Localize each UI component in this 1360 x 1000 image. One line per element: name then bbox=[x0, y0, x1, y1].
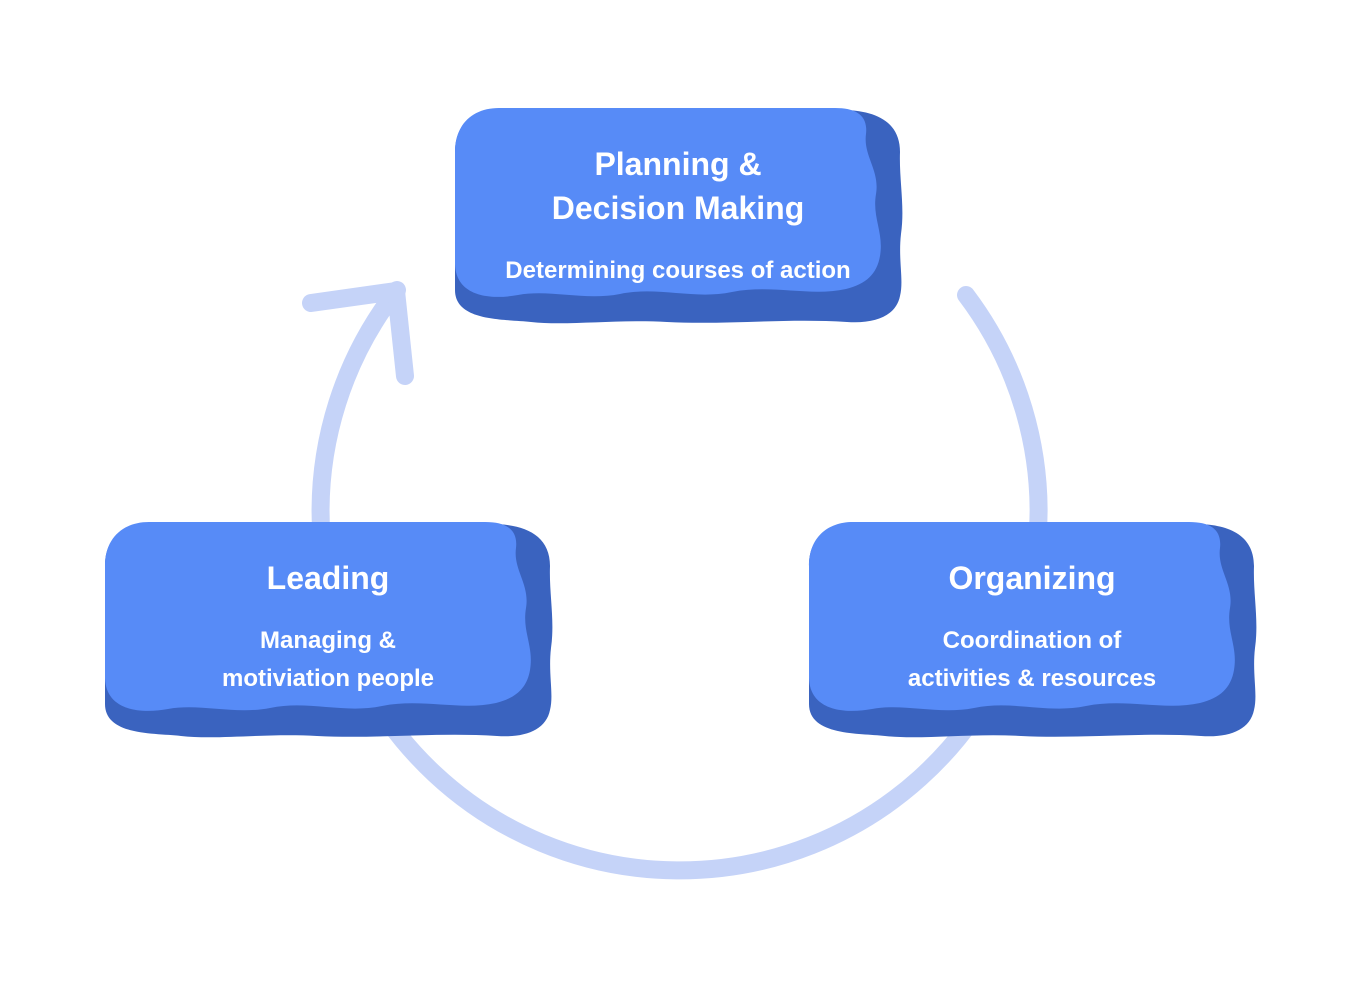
node-subtitle: Coordination of activities & resources bbox=[907, 627, 1157, 692]
node-shape-icon bbox=[455, 108, 903, 324]
node-organizing: Organizing Coordination of activities & … bbox=[807, 522, 1257, 738]
node-title: Organizing bbox=[948, 560, 1116, 596]
node-title: Leading bbox=[266, 560, 390, 596]
node-subtitle: Managing & motiviation people bbox=[221, 627, 434, 692]
node-shape-icon bbox=[105, 522, 553, 738]
node-planning: Planning & Decision Making Determining c… bbox=[453, 108, 903, 324]
node-title: Planning & Decision Making bbox=[551, 146, 805, 226]
node-shape-icon bbox=[809, 522, 1257, 738]
node-leading: Leading Managing & motiviation people bbox=[103, 522, 553, 738]
arrowhead-icon bbox=[302, 282, 414, 385]
node-subtitle: Determining courses of action bbox=[505, 257, 851, 284]
